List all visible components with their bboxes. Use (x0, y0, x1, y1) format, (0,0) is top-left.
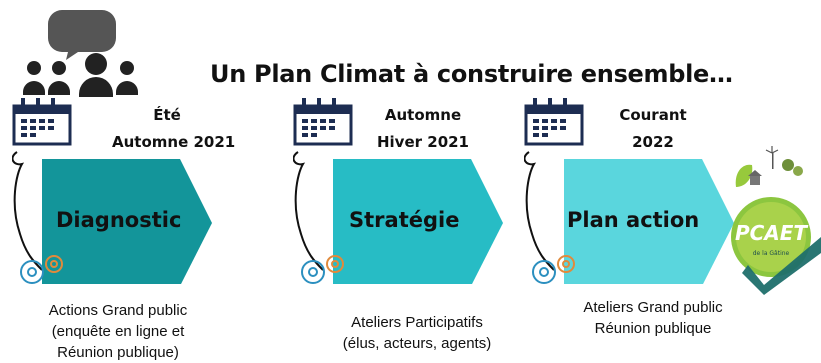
calendar-icon (293, 98, 353, 146)
phase-diagnostic-period: Été Automne 2021 (112, 106, 236, 151)
gears-icon (532, 255, 575, 284)
phase-strategie-arrow (333, 159, 503, 284)
calendar-icon (524, 98, 584, 146)
phase-plan-action-arrow (564, 159, 734, 284)
pcaet-badge-subtitle: de la Gâtine (753, 250, 790, 257)
pcaet-badge: PCAET de la Gâtine (731, 146, 821, 295)
gears-icon (301, 255, 344, 284)
calendar-icon (12, 98, 72, 146)
phase-strategie-period: Automne Hiver 2021 (376, 106, 469, 151)
pcaet-badge-title: PCAET (735, 221, 808, 245)
gears-icon (20, 255, 63, 284)
phase-plan-action-graphic (524, 98, 734, 284)
phase-diagnostic-arrow (42, 159, 212, 284)
phase-strategie-graphic (293, 98, 503, 284)
phase-diagnostic-graphic (12, 98, 212, 284)
phase-strategie-caption: Ateliers Participatifs (élus, acteurs, a… (342, 314, 492, 352)
phase-strategie-name: Stratégie (349, 208, 460, 232)
phase-diagnostic-name: Diagnostic (56, 208, 182, 232)
meeting-audience-icon (23, 10, 138, 97)
phase-plan-action-caption: Ateliers Grand public Réunion publique (583, 299, 723, 337)
page-title: Un Plan Climat à construire ensemble… (210, 60, 733, 88)
phase-plan-action-period: Courant 2022 (619, 106, 687, 151)
phase-diagnostic-caption: Actions Grand public (enquête en ligne e… (48, 302, 188, 361)
phase-plan-action-name: Plan action (567, 208, 700, 232)
